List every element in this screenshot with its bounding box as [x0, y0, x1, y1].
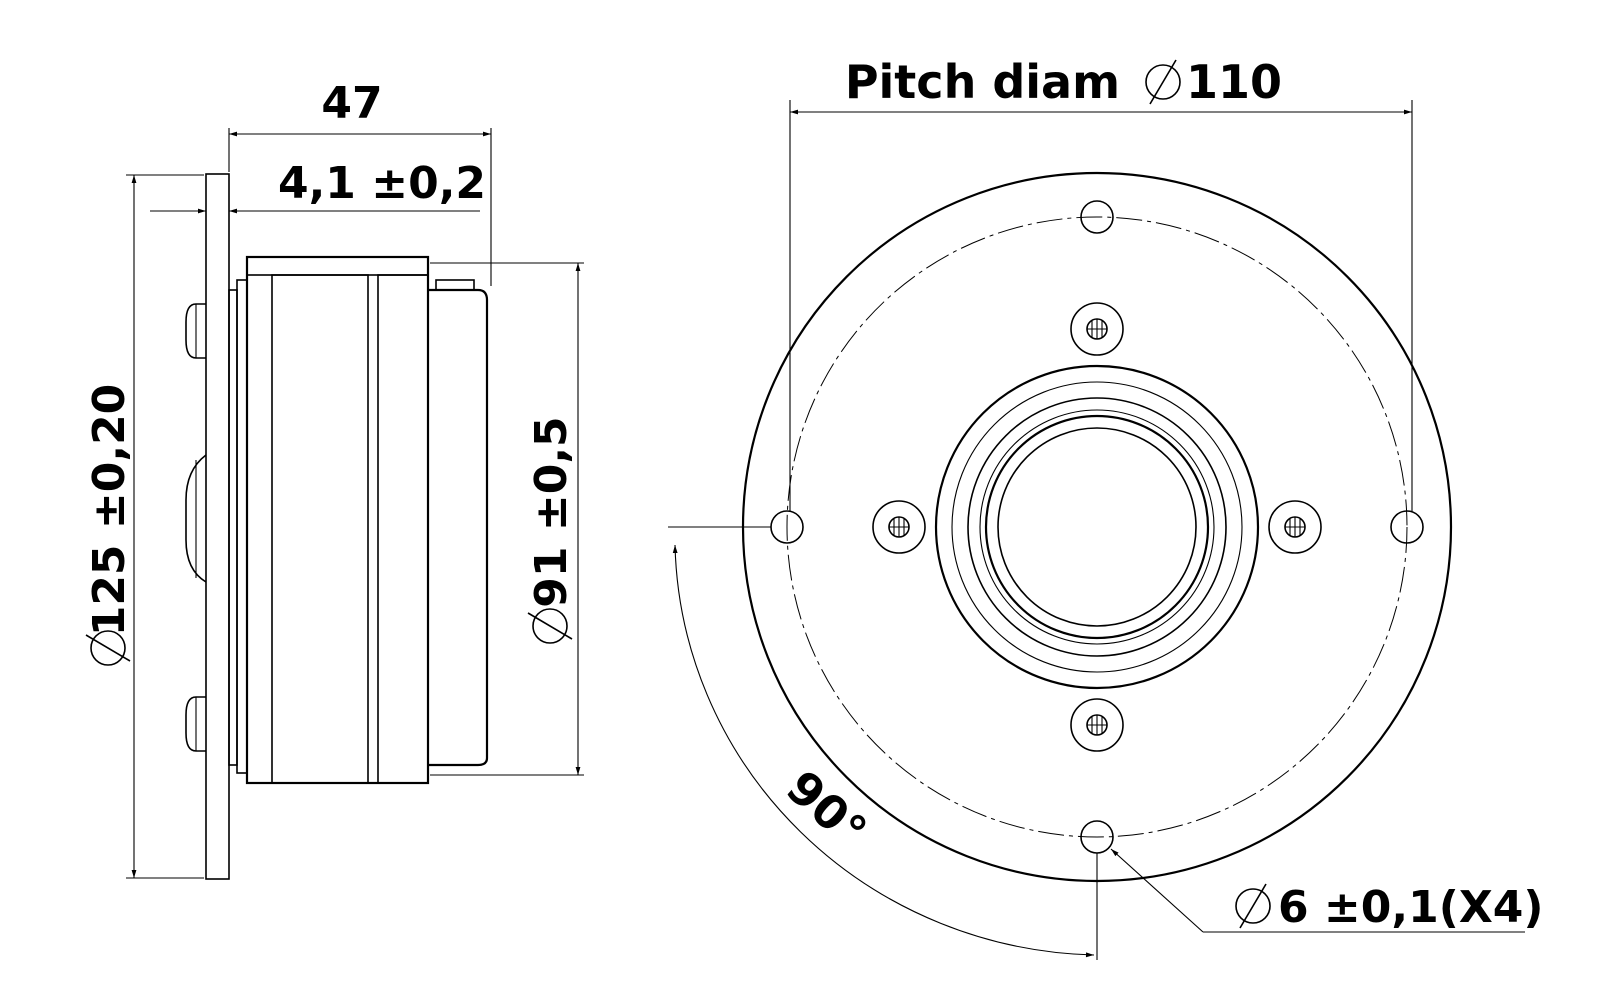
pitch-diameter-label: Pitch diam — [845, 55, 1120, 109]
flange-diameter-label: 125 ±0,20 — [84, 384, 135, 637]
pitch-circle — [786, 216, 1408, 838]
screw-top — [1070, 302, 1124, 356]
screw-right — [1268, 500, 1322, 554]
flange-screw-bottom — [185, 696, 206, 752]
angle-label: 90° — [776, 760, 877, 858]
back-plate-step-1 — [228, 289, 238, 766]
screw-bottom — [1070, 698, 1124, 752]
diameter-symbol — [1145, 59, 1181, 105]
diameter-symbol — [1235, 883, 1271, 929]
mount-hole-right — [1390, 510, 1424, 544]
throat-ring-4 — [979, 409, 1215, 645]
magnet-ring-2 — [377, 274, 429, 784]
diameter-symbol — [85, 630, 131, 666]
pitch-diameter-value: 110 — [1186, 55, 1282, 109]
angle-arc — [672, 544, 1095, 958]
magnet-ring-1 — [271, 274, 369, 784]
screw-left — [872, 500, 926, 554]
magnet-top-plate — [246, 256, 429, 276]
throat-ring-2 — [951, 381, 1243, 673]
front-cup — [428, 288, 489, 767]
throat-ring-5 — [984, 414, 1210, 640]
magnet-body — [245, 255, 430, 785]
flange-plate — [205, 173, 230, 880]
terminal — [435, 279, 475, 291]
flange-thickness-label: 4,1 ±0,2 — [278, 158, 486, 209]
flange-screw-top — [185, 303, 206, 359]
body-diameter-label: 91 ±0,5 — [526, 416, 577, 607]
hole-leader — [1110, 848, 1204, 933]
back-plate-step-2 — [236, 279, 248, 774]
hole-diameter-label: 6 ±0,1(X4) — [1278, 882, 1544, 933]
throat-opening — [997, 427, 1197, 627]
side-view: 47 4,1 ±0,2 125 ±0,20 91 ±0,5 — [84, 78, 584, 880]
flange-outline — [741, 171, 1453, 883]
flange-bump-middle — [185, 454, 207, 583]
throat-ring-3 — [967, 397, 1227, 657]
depth-total-label: 47 — [321, 78, 382, 129]
front-view: Pitch diam 110 90° 6 ±0,1(X4) — [668, 55, 1544, 960]
mount-hole-top — [1080, 200, 1114, 234]
diameter-symbol — [527, 608, 573, 644]
throat-ring-1 — [934, 364, 1260, 690]
